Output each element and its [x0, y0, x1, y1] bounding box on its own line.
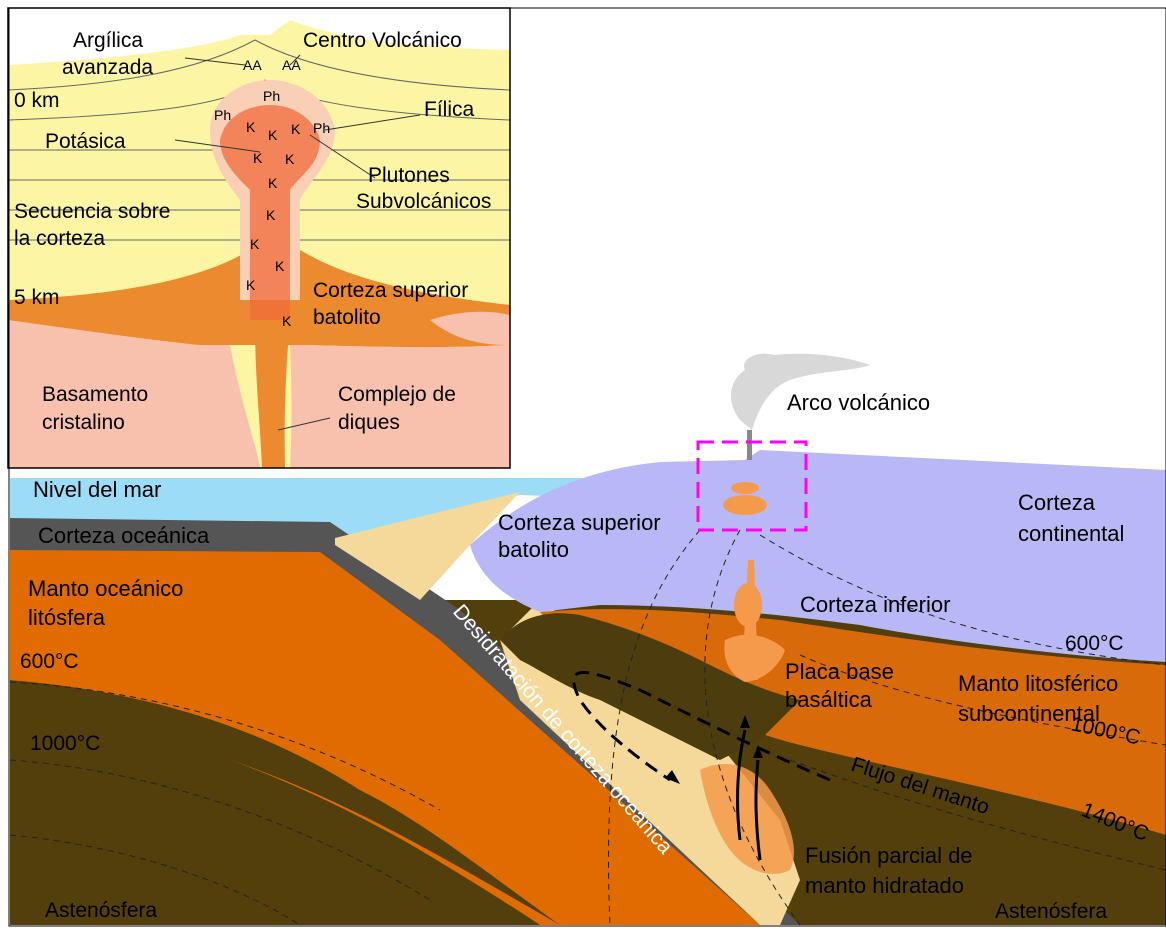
inset-basement-right	[430, 311, 510, 345]
inset-label-plutons-1: Plutones	[368, 164, 450, 187]
inset-basement	[8, 320, 510, 468]
label-basaltic-underplate-2: basáltica	[785, 687, 873, 712]
label-subcont-mantle-2: subcontinental	[958, 701, 1100, 726]
inset-label-dike-1: Complejo de	[338, 383, 456, 406]
code-ph-1: Ph	[263, 88, 280, 104]
inset-label-upper-crust-1: Corteza superior	[313, 279, 468, 302]
label-partial-melt-1: Fusión parcial de	[805, 843, 973, 868]
inset-label-potassic: Potásica	[45, 130, 126, 153]
outer-frame	[8, 7, 1166, 927]
melt-arrow-1	[736, 729, 747, 841]
inset-label-basement-1: Basamento	[42, 383, 148, 406]
code-k-8: K	[250, 236, 260, 252]
code-k-6: K	[268, 175, 278, 191]
inset-dike-stem	[255, 320, 290, 468]
label-oceanic-mantle-2: litósfera	[28, 605, 106, 630]
code-k-3: K	[291, 121, 301, 137]
code-aa-2: AA	[282, 57, 301, 73]
inset-potassic-zone	[220, 105, 320, 320]
inset-label-sequence-2: la corteza	[14, 227, 105, 250]
label-sea-level: Nivel del mar	[33, 477, 161, 502]
label-temp-1000-left: 1000°C	[30, 732, 100, 755]
melt-arrow-2	[754, 759, 762, 861]
inset-label-volcanic-center: Centro Volcánico	[303, 29, 462, 52]
volcanic-plume	[730, 353, 870, 430]
leader-volcanic-center	[289, 54, 301, 66]
melt-blob	[700, 764, 794, 874]
conduit-swarm	[734, 583, 762, 627]
code-k-4: K	[253, 150, 263, 166]
inset-label-phyllic: Fílica	[424, 98, 474, 121]
isotherm-vertical-1	[607, 529, 701, 926]
pluton-top	[731, 482, 759, 494]
label-upper-crust-2: batolito	[498, 537, 569, 562]
label-continental-crust-1: Corteza	[1018, 490, 1096, 515]
code-k-9: K	[275, 258, 285, 274]
magma-conduit	[723, 430, 767, 680]
label-upper-crust-1: Corteza superior	[498, 510, 661, 535]
inset-sky	[8, 8, 510, 65]
label-temp-600-left: 600°C	[20, 650, 79, 673]
label-partial-melt-2: manto hidratado	[805, 873, 964, 898]
label-volcanic-arc: Arco volcánico	[787, 390, 930, 415]
zoom-frame	[696, 440, 808, 532]
label-continental-crust-2: continental	[1018, 521, 1124, 546]
isotherm-600-left	[9, 681, 441, 811]
mantle-wedge-upper	[500, 613, 800, 760]
label-basaltic-underplate-1: Placa base	[785, 659, 894, 684]
inset-label-argillic-2: avanzada	[62, 56, 153, 79]
leader-potassic	[174, 139, 261, 153]
melt-arrowhead-2	[753, 745, 763, 758]
inset-label-basement-2: cristalino	[42, 411, 125, 434]
leader-plutons	[309, 134, 376, 179]
code-k-11: K	[282, 313, 292, 329]
code-k-5: K	[285, 151, 295, 167]
inset-leader-lines	[174, 54, 421, 431]
isotherm-vertical-2	[704, 529, 801, 926]
label-astheno-left: Astenósfera	[45, 899, 157, 922]
pluton-upper	[723, 495, 767, 515]
code-aa-1: AA	[243, 57, 262, 73]
isotherm-600-right	[759, 534, 1166, 666]
inset-stratum-2	[7, 79, 511, 121]
inset-alteration-codes: AA AA Ph Ph Ph K K K K K K K K K K K	[214, 57, 330, 329]
label-temp-600-right: 600°C	[1065, 632, 1124, 655]
inset-label-sequence-1: Secuencia sobre	[14, 200, 170, 223]
inset-label-argillic-1: Argílica	[73, 29, 143, 52]
isotherm-1400-right	[789, 759, 1166, 871]
leader-dikes	[277, 417, 331, 431]
code-k-7: K	[266, 207, 276, 223]
leader-phyllic	[324, 114, 421, 131]
inset-label-depth-0: 0 km	[14, 89, 60, 112]
code-k-10: K	[246, 277, 256, 293]
code-k-1: K	[246, 119, 256, 135]
isotherm-1000-right	[799, 654, 1166, 746]
label-astheno-right: Astenósfera	[995, 900, 1107, 923]
inset-diagram: AA AA Ph Ph Ph K K K K K K K K K K K Arg…	[7, 7, 511, 469]
code-k-2: K	[268, 127, 278, 143]
asthenosphere-lower-left	[10, 705, 540, 925]
mantle-flow-arrows	[572, 671, 831, 861]
label-oceanic-mantle-1: Manto oceánico	[28, 576, 183, 601]
melt-arrowhead-1	[740, 715, 750, 728]
vent	[747, 430, 752, 460]
inset-label-upper-crust-2: batolito	[313, 306, 381, 329]
code-ph-3: Ph	[313, 120, 330, 136]
label-lower-crust: Corteza inferior	[800, 592, 950, 617]
isotherms	[9, 529, 1166, 926]
continental-crust-layer	[470, 450, 1166, 662]
inset-stratum-1	[7, 39, 511, 91]
label-subcont-mantle-1: Manto litosférico	[958, 671, 1118, 696]
code-ph-2: Ph	[214, 107, 231, 123]
accretionary-wedge	[335, 492, 520, 600]
isotherm-1000-left	[9, 759, 431, 901]
inset-label-plutons-2: Subvolcánicos	[356, 190, 491, 213]
leader-argillic	[184, 57, 246, 66]
label-oceanic-crust: Corteza oceánica	[38, 523, 210, 548]
inset-label-dike-2: diques	[338, 411, 400, 434]
inset-label-depth-5: 5 km	[14, 286, 60, 309]
mantle-flow-arrowhead	[665, 770, 680, 784]
